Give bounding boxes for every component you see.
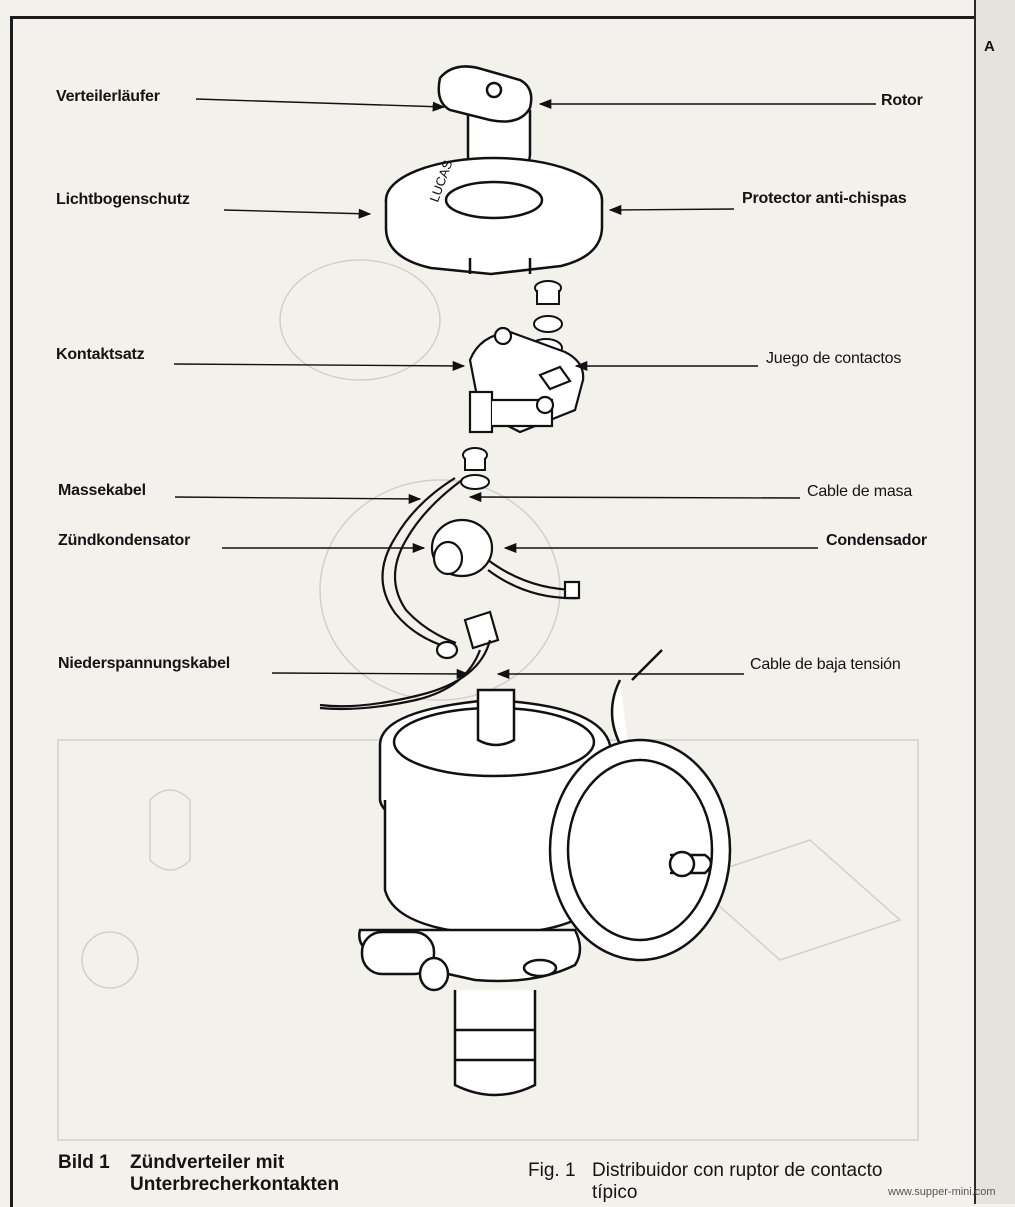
label-es-lt-lead: Cable de baja tensión xyxy=(750,656,901,673)
earth-lead-and-condenser xyxy=(381,477,581,660)
caption-de-line1: Zündverteiler mit xyxy=(130,1152,285,1173)
label-de-cap-shield: Lichtbogenschutz xyxy=(56,191,190,208)
label-de-earth-lead: Massekabel xyxy=(58,482,146,499)
side-tab-letter: A xyxy=(984,38,995,55)
adjacent-page-strip xyxy=(974,0,1015,1204)
figure-caption-de: Bild 1 Zündverteiler mit Unterbrecherkont… xyxy=(58,1152,339,1196)
label-es-rotor: Rotor xyxy=(881,92,923,109)
label-de-lt-lead: Niederspannungskabel xyxy=(58,655,231,672)
label-de-contact-set: Kontaktsatz xyxy=(56,346,145,363)
vacuum-unit xyxy=(548,738,732,962)
label-es-condenser: Condensador xyxy=(826,532,927,549)
label-es-earth-lead: Cable de masa xyxy=(807,483,913,500)
leader-lines-left xyxy=(173,98,470,679)
caption-de-number: Bild 1 xyxy=(58,1152,110,1173)
leader-lines-right xyxy=(468,98,876,680)
page-frame xyxy=(10,16,977,1207)
label-es-contact-set: Juego de contactos xyxy=(766,350,902,367)
small-screw xyxy=(460,447,490,490)
cap-shield-part xyxy=(384,156,604,276)
caption-es-number: Fig. 1 xyxy=(528,1160,576,1181)
contact-set-part xyxy=(468,326,585,434)
caption-de-line2: Unterbrecherkontakten xyxy=(130,1174,340,1195)
caption-es-line2: típico xyxy=(592,1182,638,1203)
site-watermark: www.supper-mini.com xyxy=(888,1186,996,1198)
figure-caption-es: Fig. 1 Distribuidor con ruptor de contact… xyxy=(528,1160,882,1204)
label-es-cap-shield: Protector anti-chispas xyxy=(742,190,907,207)
label-de-condenser: Zündkondensator xyxy=(58,532,191,549)
caption-es-line1: Distribuidor con ruptor de contacto xyxy=(592,1160,883,1181)
label-de-rotor: Verteilerläufer xyxy=(56,88,160,105)
